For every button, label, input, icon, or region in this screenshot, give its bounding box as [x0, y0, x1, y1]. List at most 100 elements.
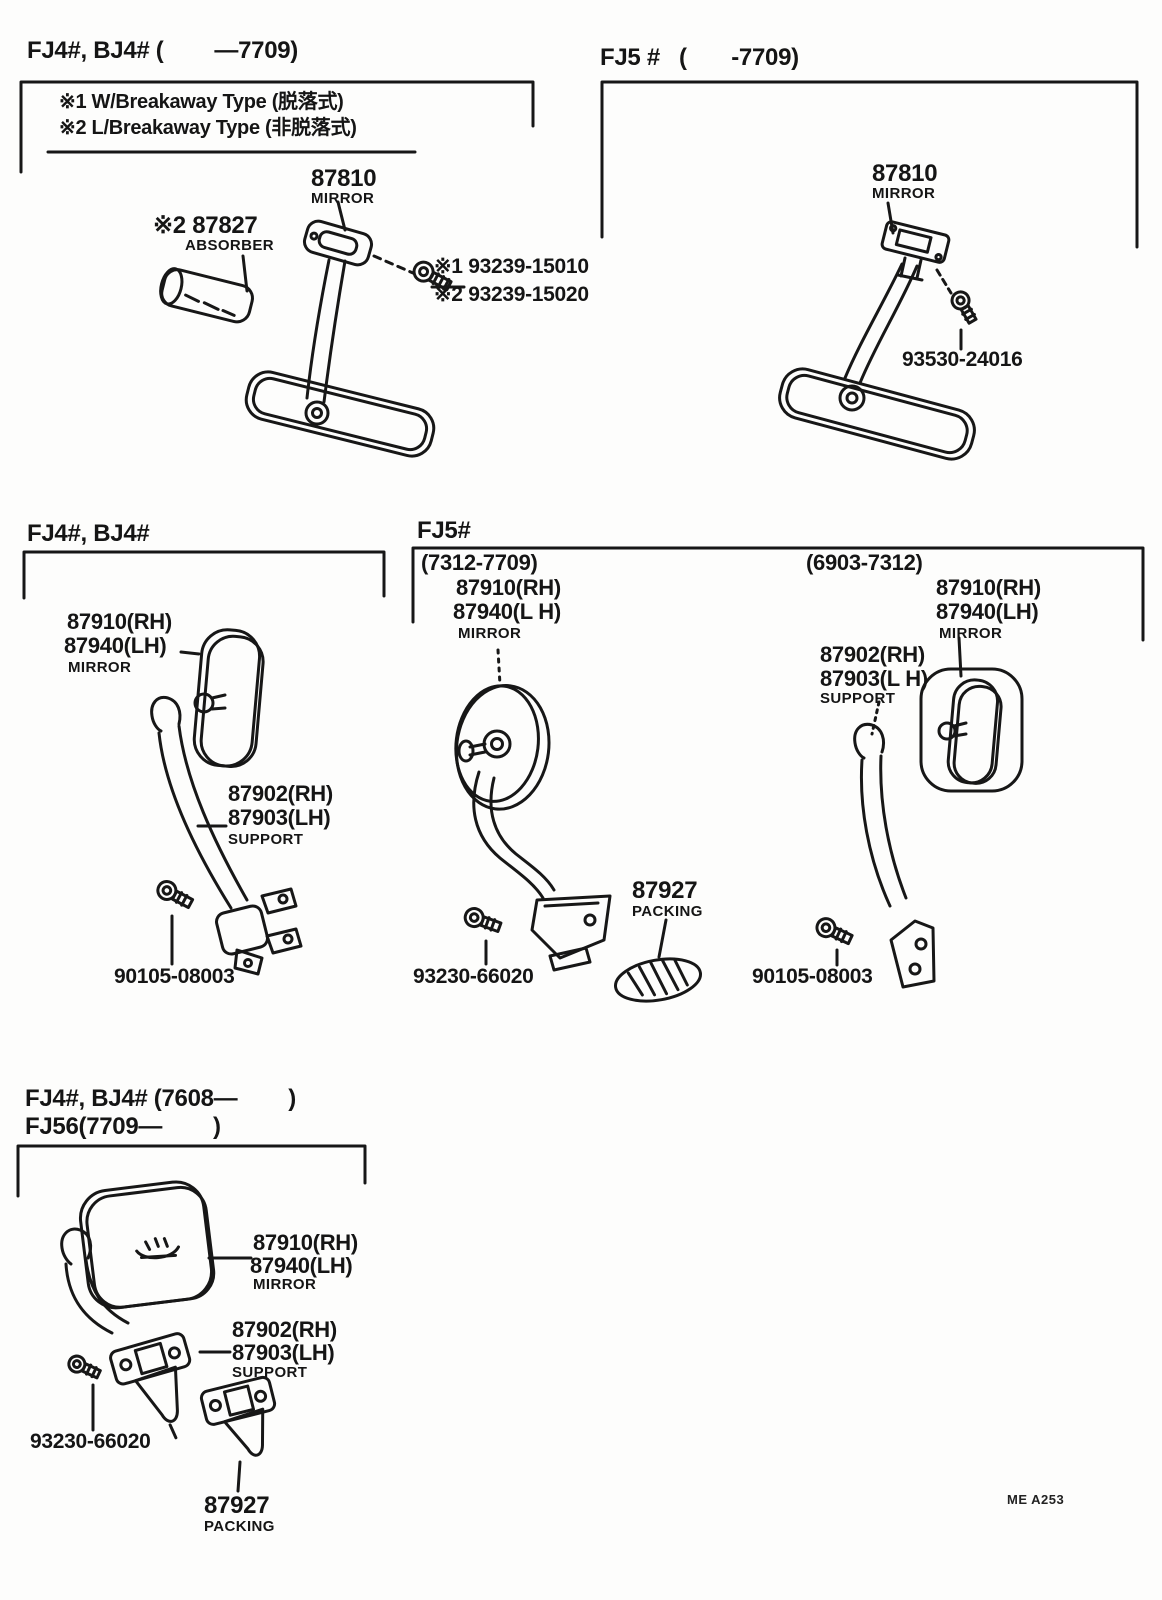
mirror-mount — [880, 220, 951, 264]
part-number-screw-l: ※2 93239-15020 — [434, 283, 589, 306]
section-bracket — [600, 80, 1139, 249]
part-number-screw: 93230-66020 — [413, 965, 534, 988]
mirror-head — [78, 1180, 216, 1310]
mirror-pivot — [311, 407, 323, 419]
support-arm — [177, 724, 249, 902]
part-number-screw: 93230-66020 — [30, 1430, 151, 1453]
part-name-packing: PACKING — [204, 1518, 275, 1535]
part-name-mirror: MIRROR — [311, 190, 375, 207]
mirror-pivot — [838, 384, 866, 412]
mirror-mount — [302, 219, 374, 267]
mount-post — [896, 256, 924, 282]
part-number-mirror-lh: 87940(LH) — [64, 633, 167, 658]
support-bracket — [109, 1332, 192, 1440]
support-arm — [84, 1258, 130, 1325]
support-arm — [60, 1227, 93, 1266]
leader-line — [657, 918, 668, 959]
part-number-screw-w: ※1 93239-15010 — [434, 255, 589, 278]
part-name-mirror: MIRROR — [939, 625, 1003, 642]
highlight-ring — [919, 667, 1024, 793]
packing-bracket — [199, 1375, 277, 1457]
screw-part — [67, 1354, 102, 1380]
fj5-late-outside-mirror-drawing — [411, 546, 1145, 1003]
mirror-ball-stud — [937, 721, 957, 741]
leader-line — [336, 200, 347, 232]
section-bracket — [22, 550, 386, 600]
part-name-support: SUPPORT — [228, 831, 304, 848]
leader-line — [236, 1460, 242, 1493]
part-number-mirror-lh: 87940(LH) — [250, 1253, 353, 1278]
part-number-packing: 87927 — [632, 877, 698, 904]
part-name-absorber: ABSORBER — [185, 237, 275, 254]
mirror-stalk — [843, 262, 904, 380]
support-arm — [489, 776, 556, 892]
fj4-outside-mirror-drawing — [22, 550, 386, 976]
part-name-mirror: MIRROR — [458, 625, 522, 642]
support-arm — [64, 1262, 114, 1335]
mount-base — [889, 919, 936, 989]
mirror-pivot — [845, 391, 859, 405]
fj4-interior-mirror-drawing — [19, 80, 535, 458]
part-name-mirror: MIRROR — [68, 659, 132, 676]
section6-header-line1: FJ4#, BJ4# (7608— ) — [25, 1085, 297, 1112]
part-number-support-lh: 87903(LH) — [232, 1340, 335, 1365]
section-bracket — [411, 546, 1145, 642]
section4-date-range: (7312-7709) — [421, 550, 538, 575]
mount-base — [530, 894, 612, 972]
mirror-head — [946, 678, 1003, 785]
packing-part — [614, 957, 702, 1003]
mirror-ball-stud — [210, 693, 227, 711]
part-number-mirror-rh: 87910(RH) — [456, 575, 561, 600]
support-arm — [150, 695, 182, 733]
part-number-mirror-lh: 87940(LH) — [936, 599, 1039, 624]
mirror-body — [244, 370, 436, 458]
part-number-mirror: 87810 — [872, 160, 938, 187]
page-code: ME A253 — [1007, 1492, 1065, 1507]
part-number-mirror-rh: 87910(RH) — [936, 575, 1041, 600]
section-bracket — [19, 80, 535, 174]
section-bracket — [16, 1144, 367, 1198]
part-number-mirror: 87810 — [311, 165, 377, 192]
section3-header: FJ4#, BJ4# — [27, 520, 150, 547]
section5-date-range: (6903-7312) — [806, 550, 923, 575]
mirror-ball-stud — [482, 729, 512, 759]
section1-note-1: ※1 W/Breakaway Type (脱落式) — [59, 91, 344, 113]
mirror-head — [192, 628, 265, 768]
part-number-mirror-rh: 87910(RH) — [253, 1230, 358, 1255]
part-number-absorber: ※2 87827 — [153, 212, 258, 239]
mirror-ball-stud — [952, 721, 968, 738]
section6-header-line2: FJ56(7709— ) — [25, 1113, 221, 1140]
part-number-support-rh: 87902(RH) — [228, 781, 333, 806]
section1-header: FJ4#, BJ4# ( —7709) — [27, 37, 299, 64]
mirror-body — [778, 367, 976, 461]
section4-header: FJ5# — [417, 517, 471, 544]
leader-line — [886, 201, 895, 235]
part-number-support-rh: 87902(RH) — [820, 642, 925, 667]
fj4-late-outside-mirror-drawing — [16, 1144, 367, 1493]
mirror-pivot — [304, 400, 330, 426]
part-number-mirror-rh: 87910(RH) — [67, 609, 172, 634]
leader-line — [870, 700, 881, 736]
support-arm — [879, 754, 908, 900]
screw-part — [156, 879, 195, 910]
section1-note-2: ※2 L/Breakaway Type (非脱落式) — [59, 117, 357, 139]
part-name-support: SUPPORT — [232, 1364, 308, 1381]
mirror-ball-stud — [457, 739, 475, 763]
screw-part — [463, 907, 503, 933]
fj5-interior-mirror-drawing — [600, 80, 1139, 461]
assembly-dashed-line — [372, 254, 415, 275]
part-name-packing: PACKING — [632, 903, 703, 920]
support-arm — [853, 722, 886, 760]
part-number-support-lh: 87903(L H) — [820, 666, 928, 691]
part-number-packing: 87927 — [204, 1492, 270, 1519]
part-number-screw: 90105-08003 — [114, 965, 235, 988]
part-number-screw: 90105-08003 — [752, 965, 873, 988]
leader-line — [241, 254, 249, 293]
mirror-stalk — [858, 264, 919, 385]
fj5-early-outside-mirror-drawing — [815, 636, 1024, 989]
support-arm — [859, 758, 892, 908]
part-number-support-rh: 87902(RH) — [232, 1317, 337, 1342]
support-arm — [472, 770, 545, 900]
